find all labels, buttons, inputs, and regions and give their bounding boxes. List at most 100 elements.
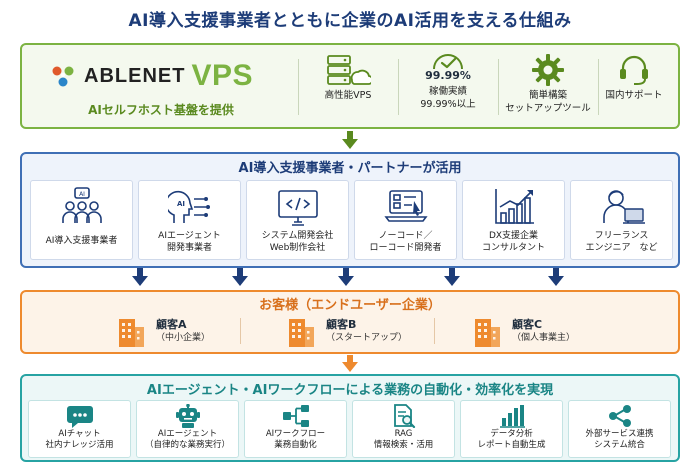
freelancer-icon xyxy=(602,190,645,224)
partner-sublabel: 開発事業者 xyxy=(166,243,212,253)
customer-a: 顧客A （中小企業） xyxy=(116,314,210,348)
feature-uptime: 99.99% 稼働実績 99.99%以上 xyxy=(402,51,494,125)
partner-label: ノーコード／ xyxy=(378,231,433,241)
bar-chart-icon xyxy=(499,405,525,428)
doc-search-icon xyxy=(393,404,415,428)
ai-head-icon: AI xyxy=(167,190,210,223)
customer-name: 顧客A xyxy=(156,318,187,331)
feature-sublabel: セットアップツール xyxy=(505,103,591,114)
platform-logo-area: ABLENET VPS AIセルフホスト基盤を提供 xyxy=(30,51,292,123)
outcome-label: 外部サービス連携 xyxy=(585,429,654,439)
partner-card-nocode: ノーコード／ ローコード開発者 xyxy=(354,180,457,260)
partners-section: AI導入支援事業者・パートナーが活用 AI AI導入支援事業者 AI AIエージ… xyxy=(20,152,680,268)
partner-card-dx-support: DX支援企業 コンサルタント xyxy=(462,180,565,260)
partner-card-ai-support: AI AI導入支援事業者 xyxy=(30,180,133,260)
partner-label: フリーランス xyxy=(594,231,649,241)
arrow-down-icon xyxy=(132,268,148,286)
partners-heading: AI導入支援事業者・パートナーが活用 xyxy=(238,161,462,176)
outcome-label: AIワークフロー xyxy=(265,429,326,439)
growth-chart-icon xyxy=(494,189,534,224)
partner-label: AIエージェント xyxy=(158,231,221,241)
arrow-down-icon xyxy=(548,268,564,286)
arrow-down-icon xyxy=(342,355,358,372)
divider xyxy=(598,59,599,115)
platform-tagline: AIセルフホスト基盤を提供 xyxy=(88,103,234,117)
customer-type: （スタートアップ） xyxy=(326,333,408,343)
partner-sublabel: コンサルタント xyxy=(481,243,545,253)
svg-text:AI: AI xyxy=(176,200,184,208)
nocode-laptop-icon xyxy=(383,190,428,222)
logo-mark-icon xyxy=(48,61,78,91)
partner-sublabel: ローコード開発者 xyxy=(369,243,442,253)
uptime-value: 99.99% xyxy=(425,69,471,82)
divider xyxy=(298,59,299,115)
customer-type: （中小企業） xyxy=(156,333,211,343)
gauge-icon xyxy=(433,54,463,70)
outcome-ai-agent: AIエージェント （自律的な業務実行） xyxy=(136,400,239,458)
feature-label: 高性能VPS xyxy=(324,90,372,101)
logo-vps: VPS xyxy=(191,59,253,92)
svg-text:AI: AI xyxy=(79,191,85,198)
share-icon xyxy=(608,405,631,427)
chat-bubble-icon xyxy=(66,406,93,428)
customer-type: （個人事業主） xyxy=(512,333,576,343)
building-icon xyxy=(119,319,144,347)
outcome-sublabel: システム統合 xyxy=(594,440,645,450)
outcome-data-analysis: データ分析 レポート自動生成 xyxy=(460,400,563,458)
workflow-icon xyxy=(282,405,309,427)
outcome-sublabel: 業務自動化 xyxy=(274,440,317,450)
divider xyxy=(434,318,435,344)
customers-heading: お客様（エンドユーザー企業） xyxy=(259,298,441,313)
building-icon xyxy=(475,319,500,347)
gear-icon xyxy=(532,54,564,86)
headset-icon xyxy=(620,55,648,85)
arrow-down-icon xyxy=(338,268,354,286)
outcome-label: RAG xyxy=(394,429,413,439)
server-cloud-icon xyxy=(327,55,371,85)
partner-sublabel: Web制作会社 xyxy=(269,243,326,253)
outcome-sublabel: （自律的な業務実行） xyxy=(144,440,230,450)
outcome-ai-chat: AIチャット 社内ナレッジ活用 xyxy=(28,400,131,458)
outcome-sublabel: 社内ナレッジ活用 xyxy=(45,440,114,450)
outcomes-section: AIエージェント・AIワークフローによる業務の自動化・効率化を実現 AIチャット… xyxy=(20,374,680,462)
feature-sublabel: 99.99%以上 xyxy=(420,99,476,110)
divider xyxy=(240,318,241,344)
partner-card-freelancer: フリーランス エンジニア など xyxy=(570,180,673,260)
customer-name: 顧客C xyxy=(512,318,543,331)
team-icon: AI xyxy=(61,187,102,223)
customer-name: 顧客B xyxy=(326,318,357,331)
feature-domestic-support: 国内サポート xyxy=(588,51,680,125)
outcome-label: データ分析 xyxy=(490,429,533,439)
feature-high-performance: 高性能VPS xyxy=(302,51,394,125)
outcome-ai-workflow: AIワークフロー 業務自動化 xyxy=(244,400,347,458)
outcomes-heading: AIエージェント・AIワークフローによる業務の自動化・効率化を実現 xyxy=(146,383,554,398)
partner-label: システム開発会社 xyxy=(261,231,334,241)
divider xyxy=(498,59,499,115)
code-monitor-icon xyxy=(277,190,318,226)
feature-label: 稼働実績 xyxy=(428,86,467,97)
building-icon xyxy=(289,319,314,347)
arrow-down-icon xyxy=(342,131,358,149)
customer-b: 顧客B （スタートアップ） xyxy=(286,314,407,348)
ablenet-vps-logo: ABLENET VPS xyxy=(48,59,253,93)
partner-label: DX支援企業 xyxy=(488,231,539,241)
outcome-integration: 外部サービス連携 システム統合 xyxy=(568,400,671,458)
arrow-row xyxy=(132,268,564,286)
partner-sublabel: エンジニア など xyxy=(585,243,658,253)
customer-c: 顧客C （個人事業主） xyxy=(472,314,575,348)
outcome-sublabel: 情報検索・活用 xyxy=(373,440,434,450)
partner-label: AI導入支援事業者 xyxy=(45,236,118,246)
platform-section: ABLENET VPS AIセルフホスト基盤を提供 高性能VPS 99.99% … xyxy=(20,43,680,129)
outcome-label: AIチャット xyxy=(58,429,101,439)
page-title: AI導入支援事業者とともに企業のAI活用を支える仕組み xyxy=(128,11,572,31)
partner-card-ai-agent-dev: AI AIエージェント 開発事業者 xyxy=(138,180,241,260)
robot-icon xyxy=(175,404,200,428)
logo-word: ABLENET xyxy=(84,64,186,87)
arrow-down-icon xyxy=(232,268,248,286)
divider xyxy=(398,59,399,115)
outcome-label: AIエージェント xyxy=(157,429,218,439)
feature-easy-setup: 簡単構築 セットアップツール xyxy=(502,51,594,125)
outcome-rag: RAG 情報検索・活用 xyxy=(352,400,455,458)
outcome-sublabel: レポート自動生成 xyxy=(477,440,546,450)
feature-label: 簡単構築 xyxy=(528,90,567,101)
